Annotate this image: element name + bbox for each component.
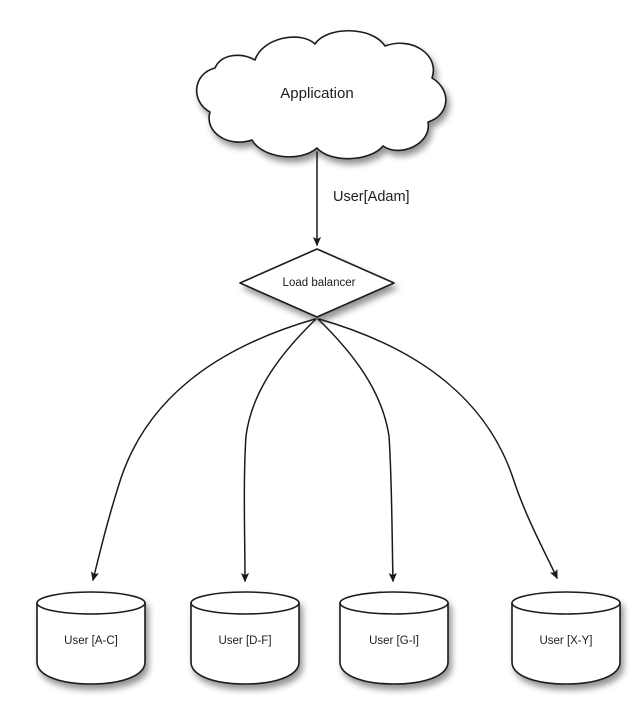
database-1-label: User [A-C]	[64, 635, 118, 647]
balancer-fanout-connectors	[90, 318, 558, 583]
node-application[interactable]: Application	[195, 29, 447, 160]
cloud-shape	[195, 29, 447, 160]
edge-application-to-balancer: User[Adam]	[312, 151, 410, 247]
node-database-1[interactable]: User [A-C]	[36, 591, 146, 685]
node-database-3[interactable]: User [G-I]	[339, 591, 449, 685]
cylinder-top-1	[36, 591, 146, 615]
edge-balancer-to-db-4	[318, 318, 558, 580]
application-label: Application	[280, 85, 353, 102]
node-database-2[interactable]: User [D-F]	[190, 591, 300, 685]
cylinder-body-4	[511, 602, 621, 685]
load-balancer-label: Load balancer	[283, 277, 356, 289]
database-2-label: User [D-F]	[218, 635, 271, 647]
edge-label-user-adam: User[Adam]	[333, 189, 410, 205]
node-database-4[interactable]: User [X-Y]	[511, 591, 621, 685]
database-4-label: User [X-Y]	[539, 635, 592, 647]
database-3-label: User [G-I]	[369, 635, 419, 647]
cylinder-body-2	[190, 602, 300, 685]
cylinder-top-4	[511, 591, 621, 615]
cylinder-body-3	[339, 602, 449, 685]
edge-balancer-to-db-3	[317, 318, 397, 583]
edge-balancer-to-db-1	[90, 318, 316, 582]
node-load-balancer[interactable]: Load balancer	[239, 248, 395, 318]
cylinder-top-2	[190, 591, 300, 615]
cylinder-top-3	[339, 591, 449, 615]
edge-balancer-to-db-2	[240, 318, 317, 583]
cylinder-body-1	[36, 602, 146, 685]
diamond-shape	[239, 248, 395, 318]
